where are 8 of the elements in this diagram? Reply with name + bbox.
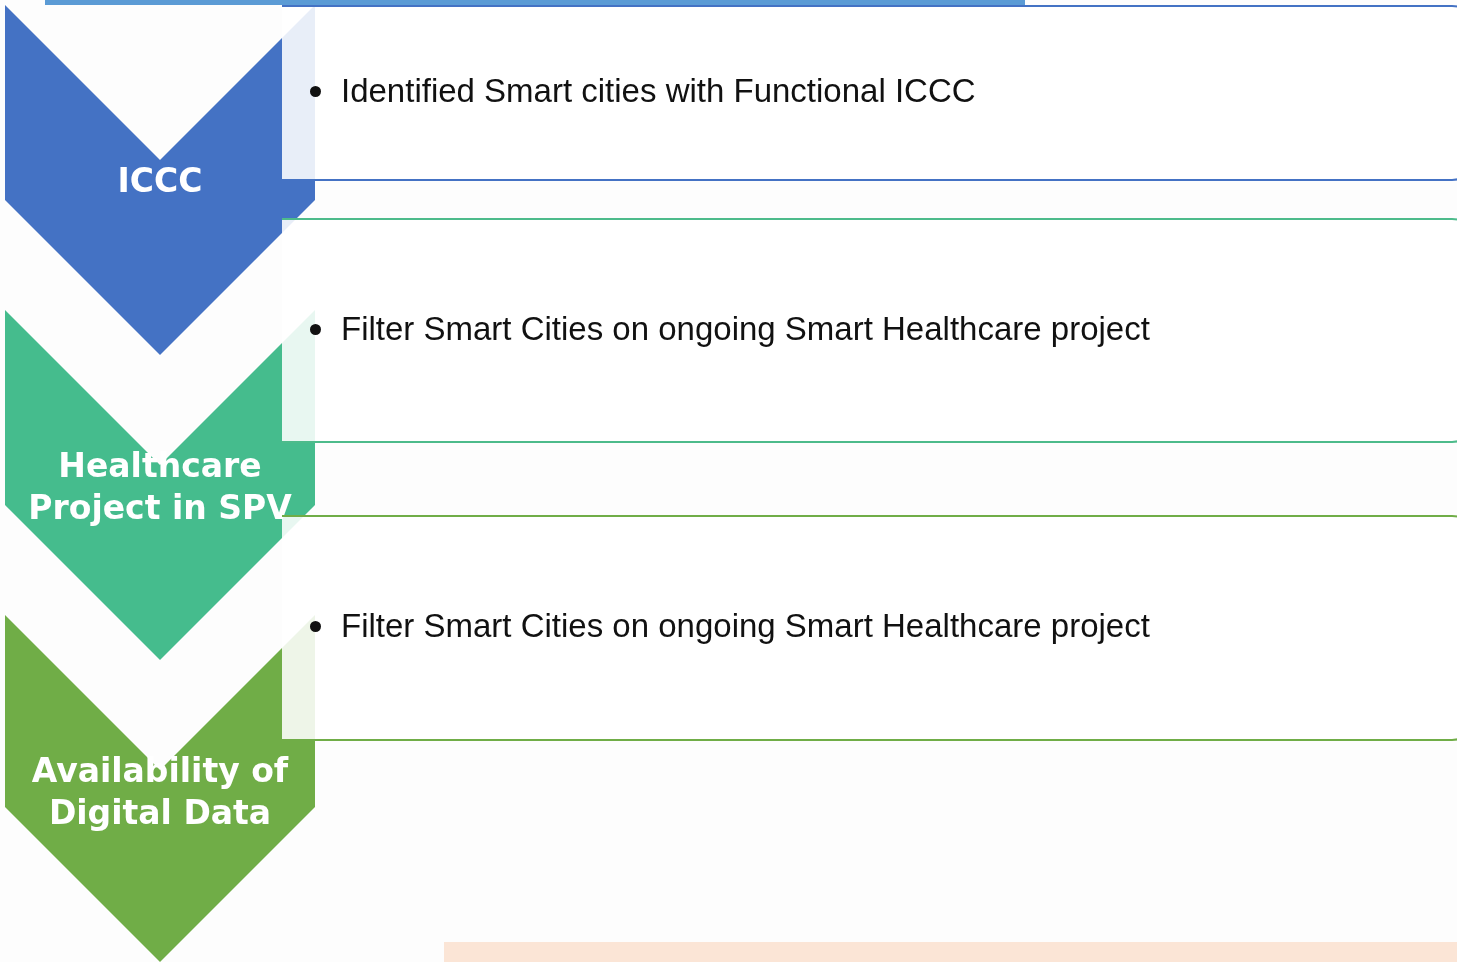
text-box bbox=[282, 5, 1457, 181]
bullet-text: Identified Smart cities with Functional ICCC bbox=[341, 72, 976, 110]
step-label: Healthcare Project in SPV bbox=[27, 445, 293, 529]
bullet-text: Filter Smart Cities on ongoing Smart Healthcare project bbox=[341, 607, 1150, 645]
text-box bbox=[282, 218, 1457, 443]
bullet-text: Filter Smart Cities on ongoing Smart Healthcare project bbox=[341, 310, 1150, 348]
step-label: Availability of Digital Data bbox=[30, 750, 290, 834]
step-label: ICCC bbox=[116, 160, 204, 202]
